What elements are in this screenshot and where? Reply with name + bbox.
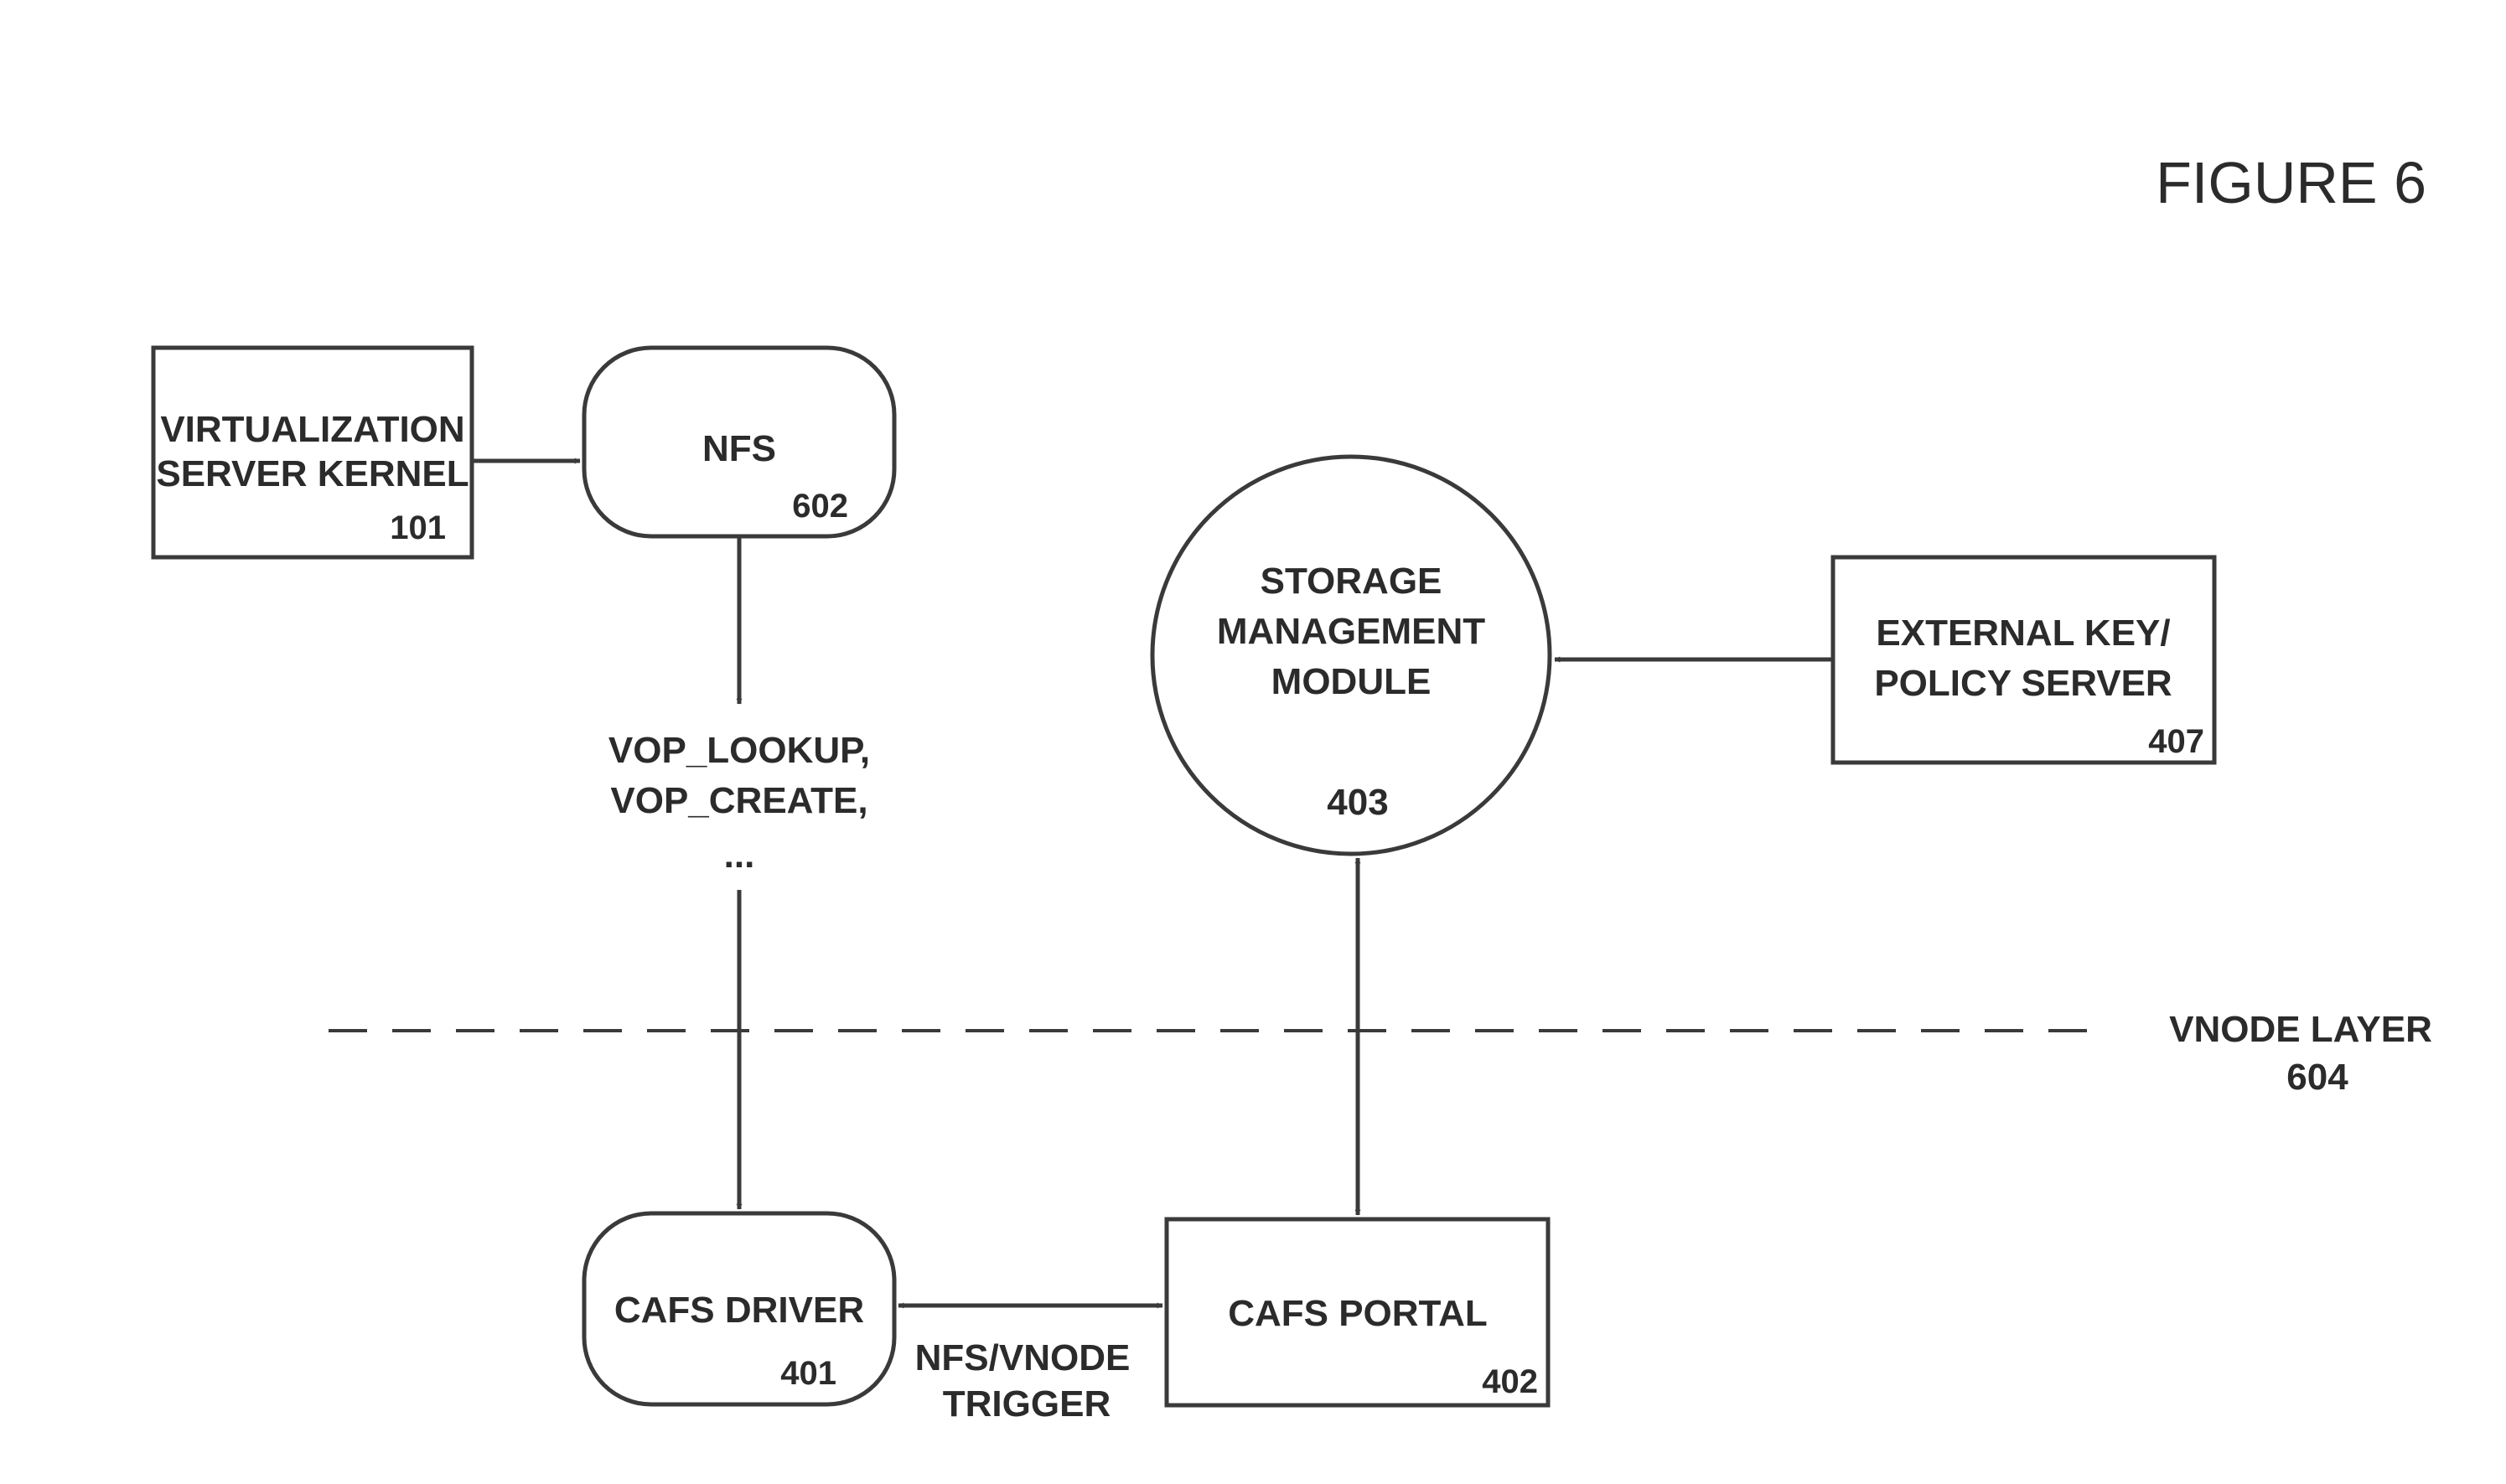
- cafs-driver-box: CAFS DRIVER 401: [584, 1213, 894, 1404]
- virtualization-kernel-line-2: SERVER KERNEL: [156, 453, 469, 494]
- storage-management-circle: STORAGE MANAGEMENT MODULE 403: [1152, 457, 1550, 854]
- external-key-server-ref: 407: [2148, 723, 2204, 760]
- storage-management-line-2: MANAGEMENT: [1217, 611, 1485, 652]
- virtualization-kernel-line-1: VIRTUALIZATION: [160, 409, 464, 450]
- vop-operations-label: VOP_LOOKUP, VOP_CREATE, ...: [608, 730, 870, 876]
- vop-line-3: ...: [724, 835, 755, 876]
- storage-management-ref: 403: [1327, 782, 1388, 823]
- vnode-layer-ref: 604: [2286, 1057, 2348, 1098]
- vop-line-2: VOP_CREATE,: [610, 780, 867, 821]
- nfs-box: NFS 602: [584, 348, 894, 536]
- trigger-label-line-1: NFS/VNODE: [915, 1337, 1131, 1378]
- vop-line-1: VOP_LOOKUP,: [608, 730, 870, 771]
- cafs-portal-label: CAFS PORTAL: [1228, 1293, 1488, 1334]
- figure-title: FIGURE 6: [2156, 150, 2426, 215]
- vnode-layer-label: VNODE LAYER: [2169, 1009, 2432, 1050]
- virtualization-kernel-box: VIRTUALIZATION SERVER KERNEL 101: [153, 348, 472, 557]
- nfs-ref: 602: [792, 488, 848, 525]
- cafs-driver-label: CAFS DRIVER: [614, 1290, 864, 1331]
- cafs-portal-box: CAFS PORTAL 402: [1167, 1219, 1548, 1405]
- external-key-server-box: EXTERNAL KEY/ POLICY SERVER 407: [1833, 557, 2214, 763]
- virtualization-kernel-ref: 101: [390, 509, 446, 546]
- cafs-portal-ref: 402: [1482, 1363, 1538, 1400]
- external-key-server-line-1: EXTERNAL KEY/: [1876, 613, 2170, 654]
- nfs-label: NFS: [702, 428, 776, 469]
- external-key-server-line-2: POLICY SERVER: [1874, 663, 2172, 704]
- storage-management-line-1: STORAGE: [1261, 561, 1442, 602]
- storage-management-line-3: MODULE: [1271, 661, 1432, 702]
- trigger-label-line-2: TRIGGER: [943, 1383, 1111, 1425]
- cafs-driver-ref: 401: [780, 1355, 836, 1392]
